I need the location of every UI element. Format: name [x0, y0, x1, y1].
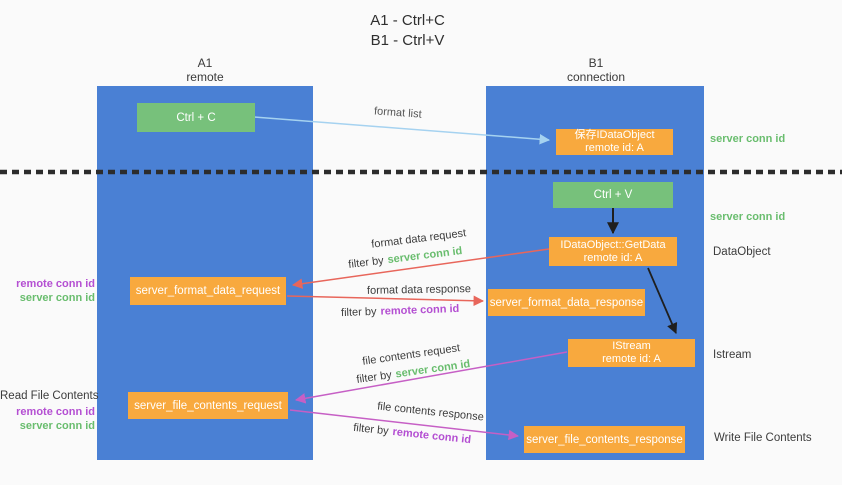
- lane-a1-subtitle: remote: [186, 70, 224, 84]
- arrow-format-data-response: [286, 295, 485, 307]
- ctrl-c-label: Ctrl + C: [176, 111, 216, 124]
- save-idataobject-line2: remote id: A: [585, 142, 644, 154]
- title-line-1: A1 - Ctrl+C: [370, 12, 445, 29]
- box-save-idataobject: 保存IDataObject remote id: A: [556, 129, 673, 155]
- right-server-conn-id-top-label: server conn id: [710, 133, 786, 145]
- format-data-request-filter-label: filter by server conn id: [347, 245, 463, 271]
- title-line-2: B1 - Ctrl+V: [370, 32, 445, 49]
- box-server-format-data-request: server_format_data_request: [130, 277, 286, 305]
- format-list-label: format list: [373, 105, 423, 121]
- ctrl-v-label: Ctrl + V: [593, 189, 633, 201]
- left-server-conn-id-bottom-label: server conn id: [19, 420, 95, 432]
- format-data-response-filter-label: filter by remote conn id: [340, 302, 460, 320]
- server-format-data-response-label: server_format_data_response: [489, 296, 644, 309]
- write-file-contents-label: Write File Contents: [714, 432, 812, 444]
- lane-header-a1: A1 remote: [97, 56, 313, 84]
- istream-line1: IStream: [612, 340, 651, 352]
- right-server-conn-id-mid-label: server conn id: [710, 211, 786, 223]
- getdata-line1: IDataObject::GetData: [560, 238, 666, 251]
- left-remote-conn-id-bottom-label: remote conn id: [16, 406, 95, 418]
- diagram-title: A1 - Ctrl+C B1 - Ctrl+V: [0, 11, 815, 51]
- read-file-contents-label: Read File Contents: [0, 390, 99, 402]
- box-ctrl-v: Ctrl + V: [553, 182, 673, 208]
- format-data-response-label: format data response: [366, 283, 472, 297]
- istream-line2: remote id: A: [602, 353, 661, 365]
- lane-b1-subtitle: connection: [566, 70, 626, 84]
- file-contents-response-label: file contents response: [376, 400, 485, 424]
- box-ctrl-c: Ctrl + C: [137, 103, 255, 132]
- istream-side-label: Istream: [713, 349, 752, 361]
- server-format-data-request-label: server_format_data_request: [135, 285, 281, 297]
- left-server-conn-id-top-label: server conn id: [19, 292, 95, 304]
- server-file-contents-request-label: server_file_contents_request: [134, 399, 282, 412]
- getdata-line2: remote id: A: [583, 251, 643, 264]
- left-remote-conn-id-top-label: remote conn id: [16, 278, 95, 290]
- lane-a1-name: A1: [197, 56, 213, 70]
- file-contents-response-filter-label: filter by remote conn id: [352, 421, 472, 447]
- box-server-format-data-response: server_format_data_response: [488, 289, 645, 316]
- box-idataobject-getdata: IDataObject::GetData remote id: A: [549, 237, 677, 266]
- dataobject-label: DataObject: [713, 246, 771, 258]
- box-server-file-contents-request: server_file_contents_request: [128, 392, 288, 419]
- box-istream: IStream remote id: A: [568, 339, 695, 367]
- lane-b1-name: B1: [588, 56, 604, 70]
- server-file-contents-response-label: server_file_contents_response: [526, 433, 683, 446]
- save-idataobject-line1: 保存IDataObject: [574, 129, 655, 141]
- box-server-file-contents-response: server_file_contents_response: [524, 426, 685, 453]
- lane-header-b1: B1 connection: [487, 56, 705, 84]
